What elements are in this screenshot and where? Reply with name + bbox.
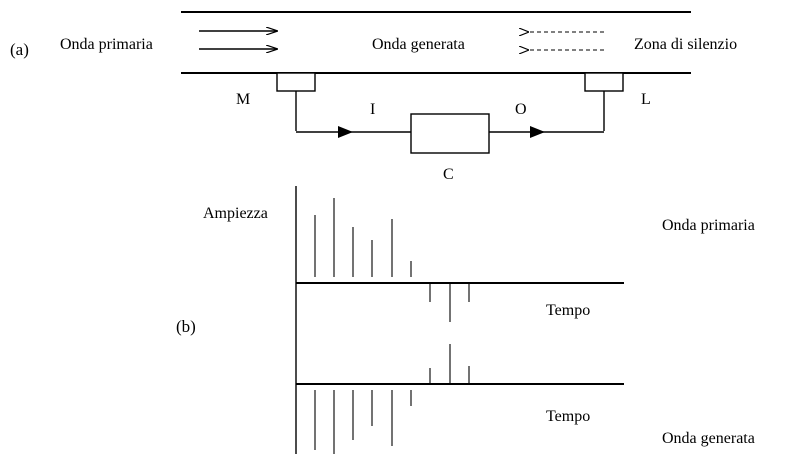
part-a-label: (a) [10,40,29,59]
output-arrowhead [530,126,545,138]
silence-zone-label: Zona di silenzio [634,36,738,53]
input-arrowhead [338,126,353,138]
microphone-label: M [236,91,251,108]
generated-wave-impulses [314,344,470,454]
output-label: O [515,101,527,118]
controller-box [410,113,490,154]
microphone-box [276,72,316,92]
primary-wave-label: Onda primaria [60,36,153,53]
primary-wave-plot-label: Onda primaria [662,217,755,234]
time-label-top: Tempo [546,302,591,319]
part-b-label: (b) [176,317,196,336]
generated-wave-label: Onda generata [372,36,465,53]
time-label-bottom: Tempo [546,408,591,425]
generated-wave-plot-label: Onda generata [662,430,755,447]
amplitude-label: Ampiezza [203,205,268,222]
speaker-label: L [641,91,651,108]
speaker-box [584,72,624,92]
input-label: I [370,101,376,118]
controller-label: C [443,166,454,183]
primary-wave-impulses [314,198,470,322]
